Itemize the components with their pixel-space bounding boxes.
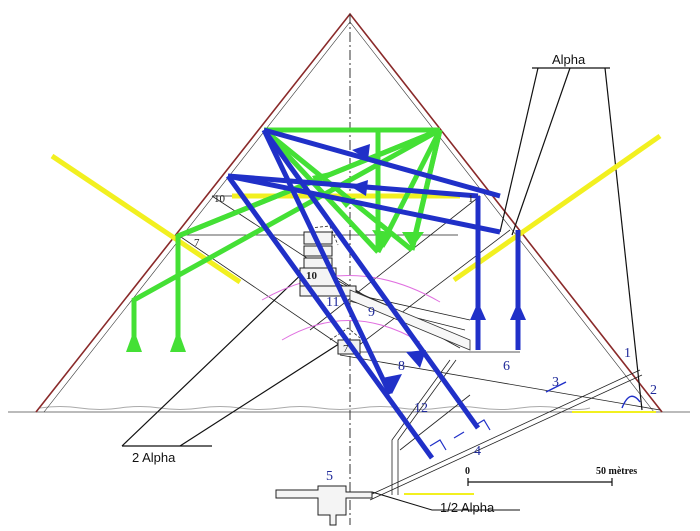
label-6: 6 [503, 359, 510, 374]
alpha-construction [499, 67, 643, 411]
subterranean-chamber [275, 485, 373, 526]
label-8: 8 [398, 359, 405, 374]
label-2: 2 [650, 383, 657, 398]
label-10-chamber: 10 [306, 270, 318, 282]
alpha-label: Alpha [552, 52, 586, 67]
two-alpha-construction [121, 267, 346, 447]
label-1-right-chamber: 1 [468, 193, 474, 205]
label-12: 12 [414, 401, 428, 416]
chamber-arc-inner [281, 320, 421, 343]
label-11: 11 [326, 295, 339, 310]
chamber-arc-outer [261, 275, 441, 303]
label-4: 4 [474, 444, 481, 459]
grand-gallery [349, 289, 471, 351]
label-7-chamber: 7 [343, 343, 349, 355]
scale-bar [467, 478, 613, 486]
label-1: 1 [624, 346, 631, 361]
right-angle-markers [429, 419, 491, 451]
queens-chamber-dashed [329, 327, 361, 341]
label-10-left: 10 [214, 193, 226, 205]
entrance-arrow [545, 381, 567, 393]
right-base-marker [621, 395, 641, 409]
two-alpha-label: 2 Alpha [132, 450, 176, 465]
scale-zero-label: 0 [465, 466, 470, 477]
scale-fifty-label: 50 mètres [596, 466, 637, 477]
label-3: 3 [552, 375, 559, 390]
half-alpha-label: 1/2 Alpha [440, 500, 495, 515]
label-7-left: 7 [194, 237, 200, 249]
label-5: 5 [326, 469, 333, 484]
blue-arrowheads [350, 144, 526, 394]
ground-rubble [39, 406, 591, 410]
label-9: 9 [368, 305, 375, 320]
half-alpha-construction [371, 491, 520, 511]
